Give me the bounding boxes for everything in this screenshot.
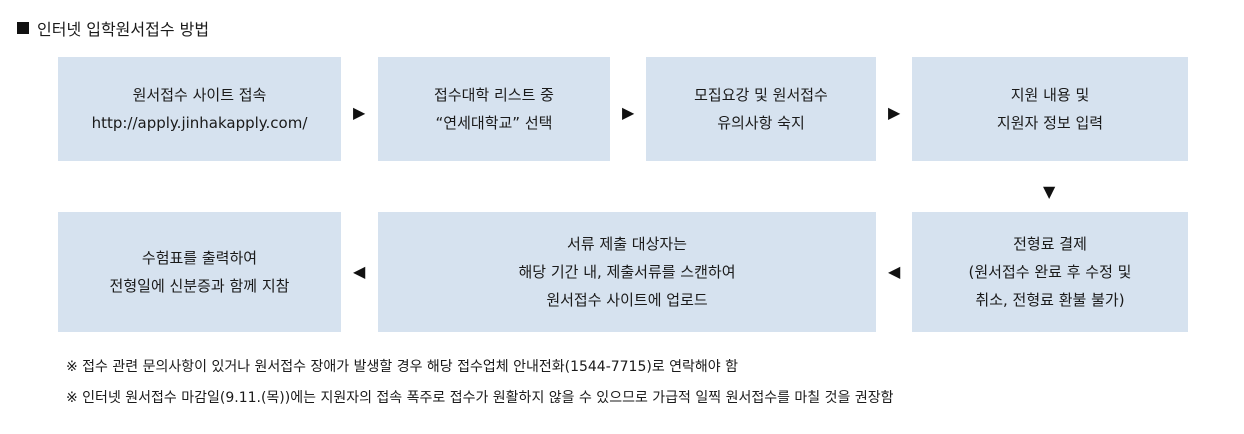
step-5-line-3: 취소, 전형료 환불 불가) [975,291,1125,309]
step-1-line-1: 원서접수 사이트 접속 [132,86,267,104]
arrow-left-icon: ◀ [353,262,366,281]
step-3-box: 모집요강 및 원서접수 유의사항 숙지 [646,57,876,161]
step-5-line-2: (원서접수 완료 후 수정 및 [968,263,1132,281]
arrow-down-icon: ▼ [1043,182,1056,201]
step-4-line-1: 지원 내용 및 [1010,86,1090,104]
step-7-line-2: 전형일에 신분증과 함께 지참 [109,277,290,295]
step-4-line-2: 지원자 정보 입력 [996,114,1104,132]
step-5-line-1: 전형료 결제 [1013,235,1087,253]
step-3-line-2: 유의사항 숙지 [717,114,805,132]
step-4-box: 지원 내용 및 지원자 정보 입력 [912,57,1188,161]
step-6-line-1: 서류 제출 대상자는 [567,235,687,253]
step-2-box: 접수대학 리스트 중 “연세대학교” 선택 [378,57,610,161]
arrow-right-icon: ▶ [888,103,901,122]
step-6-box: 서류 제출 대상자는 해당 기간 내, 제출서류를 스캔하여 원서접수 사이트에… [378,212,876,332]
square-bullet-icon [17,22,29,34]
step-7-box: 수험표를 출력하여 전형일에 신분증과 함께 지참 [58,212,341,332]
arrow-right-icon: ▶ [353,103,366,122]
step-2-line-1: 접수대학 리스트 중 [434,86,554,104]
step-5-box: 전형료 결제 (원서접수 완료 후 수정 및 취소, 전형료 환불 불가) [912,212,1188,332]
step-1-line-2: http://apply.jinhakapply.com/ [91,114,308,132]
step-2-line-2: “연세대학교” 선택 [435,114,553,132]
step-6-line-2: 해당 기간 내, 제출서류를 스캔하여 [518,263,736,281]
arrow-right-icon: ▶ [622,103,635,122]
note-2: ※ 인터넷 원서접수 마감일(9.11.(목))에는 지원자의 접속 폭주로 접… [66,390,894,406]
section-title: 인터넷 입학원서접수 방법 [17,16,209,40]
step-1-box: 원서접수 사이트 접속 http://apply.jinhakapply.com… [58,57,341,161]
arrow-left-icon: ◀ [888,262,901,281]
section-title-text: 인터넷 입학원서접수 방법 [37,20,210,39]
note-1: ※ 접수 관련 문의사항이 있거나 원서접수 장애가 발생할 경우 해당 접수업… [66,359,739,375]
step-6-line-3: 원서접수 사이트에 업로드 [546,291,708,309]
step-3-line-1: 모집요강 및 원서접수 [694,86,828,104]
step-7-line-1: 수험표를 출력하여 [141,249,258,267]
